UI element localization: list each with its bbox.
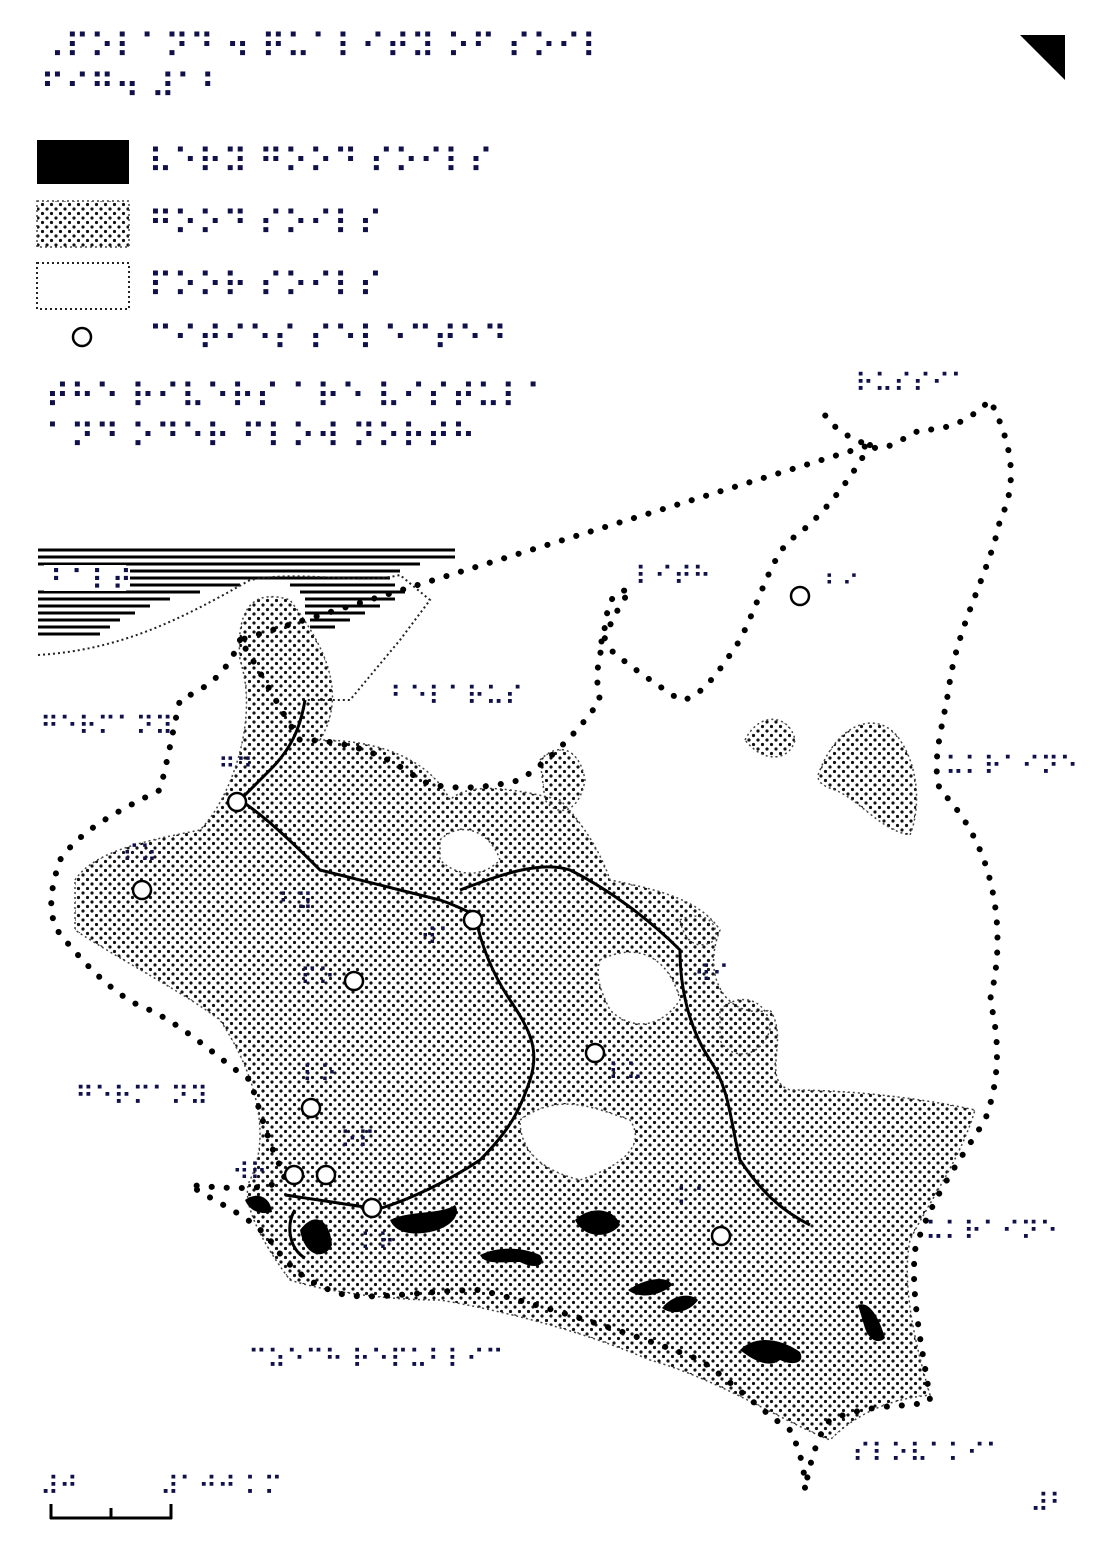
city-label-bydgoszcz: ⠃⠽	[278, 888, 313, 916]
legend-label-good: ⠛⠕⠕⠙ ⠎⠕⠊⠇⠎	[148, 204, 383, 244]
poor-soil-patch	[439, 829, 501, 874]
city-marker-katowice	[710, 1225, 732, 1247]
country-label-slovakia: ⠎⠇⠕⠧⠁⠅⠊⠁	[852, 1439, 1004, 1469]
river-bug	[459, 865, 811, 1227]
legend-label-city: ⠉⠊⠞⠊⠑⠎ ⠎⠑⠇⠑⠉⠞⠑⠙	[148, 319, 507, 359]
country-label-russia: ⠗⠥⠎⠎⠊⠁	[855, 369, 969, 399]
sea-label: ⠃⠁⠇⠞	[50, 564, 132, 597]
poor-soil-patch	[597, 951, 681, 1025]
city-marker-krakow	[361, 1197, 383, 1219]
city-marker-lodz	[300, 1097, 322, 1119]
map-title-line1: ⠠⠏⠕⠇⠁⠝⠙ ⠲ ⠟⠥⠁⠇⠊⠞⠽ ⠕⠋ ⠎⠕⠊⠇	[40, 27, 606, 67]
good-soil-patch	[744, 718, 796, 758]
city-marker-wroclaw	[283, 1164, 305, 1186]
city-label-lodz: ⠇⠕	[302, 1060, 337, 1088]
city-markers: ⠛⠙ ⠎⠵ ⠺⠁ ⠃⠊ ⠏⠕ ⠇⠥ ⠇⠕ ⠺⠗ ⠕⠏ ⠅⠗ ⠅⠁ ⠃⠽	[122, 570, 859, 1256]
legend-swatch-poor	[36, 262, 130, 310]
good-soil-patch	[817, 722, 918, 836]
very-good-soil-areas	[245, 1195, 885, 1364]
scale-bar: ⠼⠚ ⠼⠁⠚⠚ ⠅⠍	[40, 1472, 283, 1520]
legend-city-circle-icon	[71, 326, 93, 348]
city-label-gdansk: ⠛⠙	[218, 753, 253, 781]
scale-label-left: ⠼⠚	[40, 1472, 78, 1502]
scale-label-right: ⠼⠁⠚⠚ ⠅⠍	[160, 1472, 283, 1502]
page-number: ⠼⠃	[1030, 1489, 1068, 1519]
city-label-bialystok: ⠃⠊	[824, 570, 859, 598]
good-soil-region	[74, 595, 976, 1441]
city-label-opole: ⠕⠏	[340, 1126, 375, 1154]
country-label-lithuania: ⠇⠊⠞⠓	[635, 562, 711, 592]
river-vistula	[237, 699, 536, 1212]
city-label-warsaw: ⠺⠁	[420, 923, 455, 951]
city-label-lublin: ⠇⠥	[608, 1058, 643, 1086]
legend-swatch-very-good	[37, 140, 129, 184]
city-marker-warsaw	[462, 909, 484, 931]
city-marker-poznan	[343, 970, 365, 992]
legend-label-very-good: ⠧⠑⠗⠽ ⠛⠕⠕⠙ ⠎⠕⠊⠇⠎	[148, 142, 493, 182]
legend: ⠧⠑⠗⠽ ⠛⠕⠕⠙ ⠎⠕⠊⠇⠎ ⠛⠕⠕⠙ ⠎⠕⠊⠇⠎ ⠏⠕⠕⠗ ⠎⠕⠊⠇⠎ ⠉⠊…	[36, 140, 507, 359]
city-marker-gdansk	[226, 791, 248, 813]
legend-label-poor: ⠏⠕⠕⠗ ⠎⠕⠊⠇⠎	[148, 266, 383, 306]
city-label-krakow: ⠅⠗	[360, 1228, 395, 1256]
good-soil-patch	[539, 749, 586, 812]
city-label-szczecin: ⠎⠵	[122, 840, 157, 868]
good-soil-patch	[679, 915, 717, 946]
city-label-poznan: ⠏⠕	[300, 963, 335, 991]
country-label-germany-top: ⠛⠑⠗⠍⠁⠝⠽	[40, 712, 173, 742]
note-line2: ⠁⠝⠙ ⠕⠙⠑⠗ ⠋⠇⠕⠺ ⠝⠕⠗⠞⠓	[45, 417, 476, 457]
city-marker-bialystok	[789, 585, 811, 607]
country-label-germany-bottom: ⠛⠑⠗⠍⠁⠝⠽	[75, 1082, 208, 1112]
city-marker-lublin	[584, 1042, 606, 1064]
sea-area: ⠃⠁⠇⠞	[37, 548, 455, 701]
country-label-czech: ⠉⠵⠑⠉⠓ ⠗⠑⠏⠥⠃⠇⠊⠉	[248, 1345, 504, 1375]
legend-swatch-good	[36, 200, 130, 248]
country-label-ukraine-upper: ⠥⠅⠗⠁⠊⠝⠑	[945, 752, 1078, 782]
river-label-1: ⠺⠊	[694, 960, 729, 988]
note-line1: ⠞⠓⠑ ⠗⠊⠧⠑⠗⠎ ⠁⠗⠑ ⠧⠊⠎⠞⠥⠇⠁	[45, 377, 551, 417]
city-marker-opole	[315, 1164, 337, 1186]
corner-triangle-icon	[1020, 35, 1065, 80]
country-border	[48, 394, 1014, 1491]
city-marker-szczecin	[131, 879, 153, 901]
city-label-wroclaw: ⠺⠗	[232, 1158, 267, 1186]
city-label-katowice: ⠅⠁	[676, 1183, 711, 1211]
country-label-ukraine-lower: ⠥⠅⠗⠁⠊⠝⠑	[925, 1217, 1058, 1247]
poor-soil-patch	[519, 1103, 637, 1181]
good-soil-patch	[719, 999, 771, 1055]
country-label-belarus: ⠃⠑⠇⠁⠗⠥⠎	[390, 682, 523, 712]
river-oder-2	[288, 1209, 306, 1260]
map-title-line2: ⠋⠊⠛⠲ ⠼⠁⠃	[40, 67, 225, 107]
